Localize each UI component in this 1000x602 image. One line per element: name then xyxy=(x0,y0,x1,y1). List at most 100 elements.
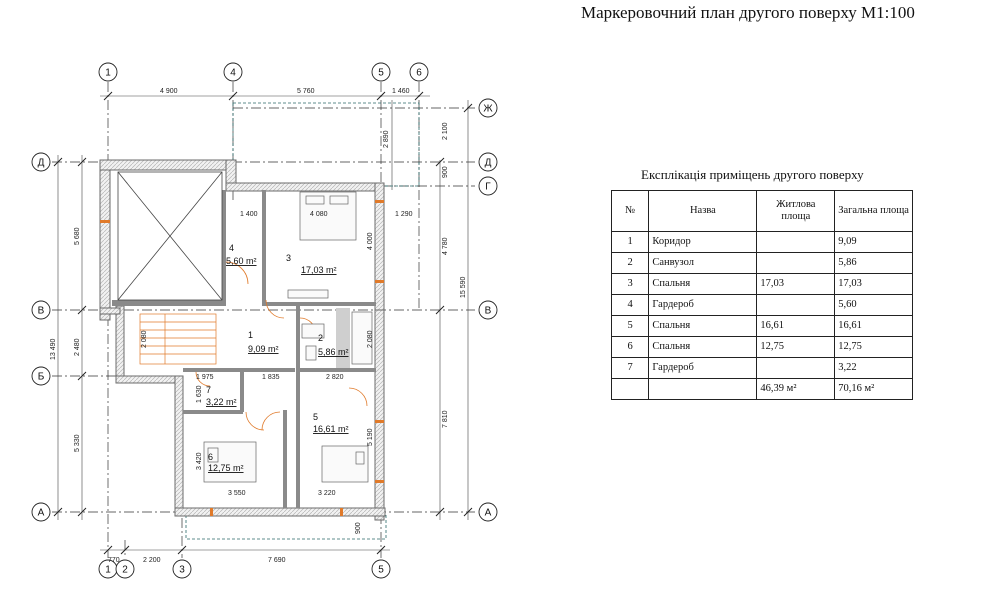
axis-bottom-1: 2 xyxy=(122,565,128,576)
interior-walls xyxy=(112,190,376,508)
cell-living-area xyxy=(756,252,836,274)
room-1-number: 1 xyxy=(248,330,253,340)
exterior-walls xyxy=(99,159,386,521)
axis-top-0-circle xyxy=(98,62,118,82)
bathtub xyxy=(351,311,373,365)
cell-total-area: 70,16 м² xyxy=(834,378,913,400)
axis-top-2: 5 xyxy=(378,68,384,79)
cell-living-area: 12,75 xyxy=(756,336,836,358)
cell-number: 2 xyxy=(610,252,650,274)
axis-right-0-circle xyxy=(478,98,498,118)
void-opening xyxy=(117,171,223,301)
cell-living-area xyxy=(756,294,836,316)
dim-int-9: 2 820 xyxy=(326,374,344,381)
cell-name: Гардероб xyxy=(648,357,758,379)
room-4-number: 4 xyxy=(229,243,234,253)
axis-bottom-1-circle xyxy=(115,559,135,579)
room-6-number: 6 xyxy=(208,452,213,462)
room-4-area: 5,60 m² xyxy=(226,256,257,266)
axis-bottom-2-circle xyxy=(172,559,192,579)
dim-left-1: 5 680 xyxy=(74,227,81,245)
cell-name xyxy=(648,378,758,400)
cell-total-area: 17,03 xyxy=(834,273,913,295)
washbasin xyxy=(301,323,325,339)
dim-int-12: 5 190 xyxy=(367,428,374,446)
room-7-area: 3,22 m² xyxy=(206,397,237,407)
cell-number: 3 xyxy=(610,273,650,295)
cell-living-area: 16,61 xyxy=(756,315,836,337)
axis-grid-lines xyxy=(52,82,475,558)
dimension-lines xyxy=(57,95,469,551)
col-header-number: № xyxy=(610,190,650,232)
dimension-labels: 4 900 5 760 1 460 770 2 200 7 690 13 490… xyxy=(50,88,467,564)
cell-number: 1 xyxy=(610,231,650,253)
page-title: Маркеровочний план другого поверху М1:10… xyxy=(581,3,915,22)
room-5-number: 5 xyxy=(313,412,318,422)
furniture xyxy=(203,191,373,483)
axis-right-0: Ж xyxy=(483,104,493,115)
axis-left-3-circle xyxy=(31,502,51,522)
axis-right-3: В xyxy=(485,306,492,317)
table-header-row: № Назва Житлова площа Загальна площа xyxy=(610,190,913,232)
cell-living-area: 17,03 xyxy=(756,273,836,295)
cell-total-area: 5,60 xyxy=(834,294,913,316)
room-2-area: 5,86 m² xyxy=(318,347,349,357)
dim-int-4: 4 000 xyxy=(367,232,374,250)
dim-bottom-1: 770 xyxy=(108,557,120,564)
cell-total-area: 9,09 xyxy=(834,231,913,253)
dim-right-top-1: 2 100 xyxy=(442,122,449,140)
axis-left-0: Д xyxy=(38,158,45,169)
axis-top-2-circle xyxy=(371,62,391,82)
cell-name: Спальня xyxy=(648,336,758,358)
cell-number xyxy=(610,378,650,400)
axis-bottom-3-circle xyxy=(371,559,391,579)
axis-right-4: А xyxy=(485,508,492,519)
dim-right-top-2: 900 xyxy=(442,166,449,178)
window-marks xyxy=(100,200,384,516)
dim-int-8: 1 835 xyxy=(262,374,280,381)
axis-left-1: В xyxy=(38,306,45,317)
dim-left-outer: 13 490 xyxy=(50,338,57,360)
dim-int-15: 900 xyxy=(355,522,362,534)
axis-bottom-0: 1 xyxy=(105,565,111,576)
cell-total-area: 12,75 xyxy=(834,336,913,358)
col-header-name: Назва xyxy=(648,190,758,232)
cell-name: Спальня xyxy=(648,315,758,337)
col-header-living-area: Житлова площа xyxy=(756,190,836,232)
dim-right-2: 7 810 xyxy=(442,410,449,428)
axis-right-3-circle xyxy=(478,300,498,320)
room-6-area: 12,75 m² xyxy=(208,463,244,473)
cell-name: Санвузол xyxy=(648,252,758,274)
room-labels: 1 9,09 m² 2 5,86 m² 3 17,03 m² 4 5,60 m²… xyxy=(206,243,349,473)
room-1-area: 9,09 m² xyxy=(248,344,279,354)
dim-left-3: 5 330 xyxy=(74,434,81,452)
dim-int-6: 2 080 xyxy=(367,330,374,348)
axis-top-1-circle xyxy=(223,62,243,82)
axis-right-2-circle xyxy=(478,176,498,196)
axis-left-0-circle xyxy=(31,152,51,172)
dim-top-3: 1 460 xyxy=(392,88,410,95)
cell-name: Коридор xyxy=(648,231,758,253)
cell-number: 6 xyxy=(610,336,650,358)
table-title: Експлікація приміщень другого поверху xyxy=(641,167,864,182)
cell-name: Спальня xyxy=(648,273,758,295)
dim-bottom-2: 2 200 xyxy=(143,557,161,564)
dim-left-2: 2 480 xyxy=(74,338,81,356)
dimension-ticks xyxy=(53,91,473,555)
axis-right-1: Д xyxy=(485,158,492,169)
staircase xyxy=(139,313,217,365)
dim-top-1: 4 900 xyxy=(160,88,178,95)
axis-right-1-circle xyxy=(478,152,498,172)
